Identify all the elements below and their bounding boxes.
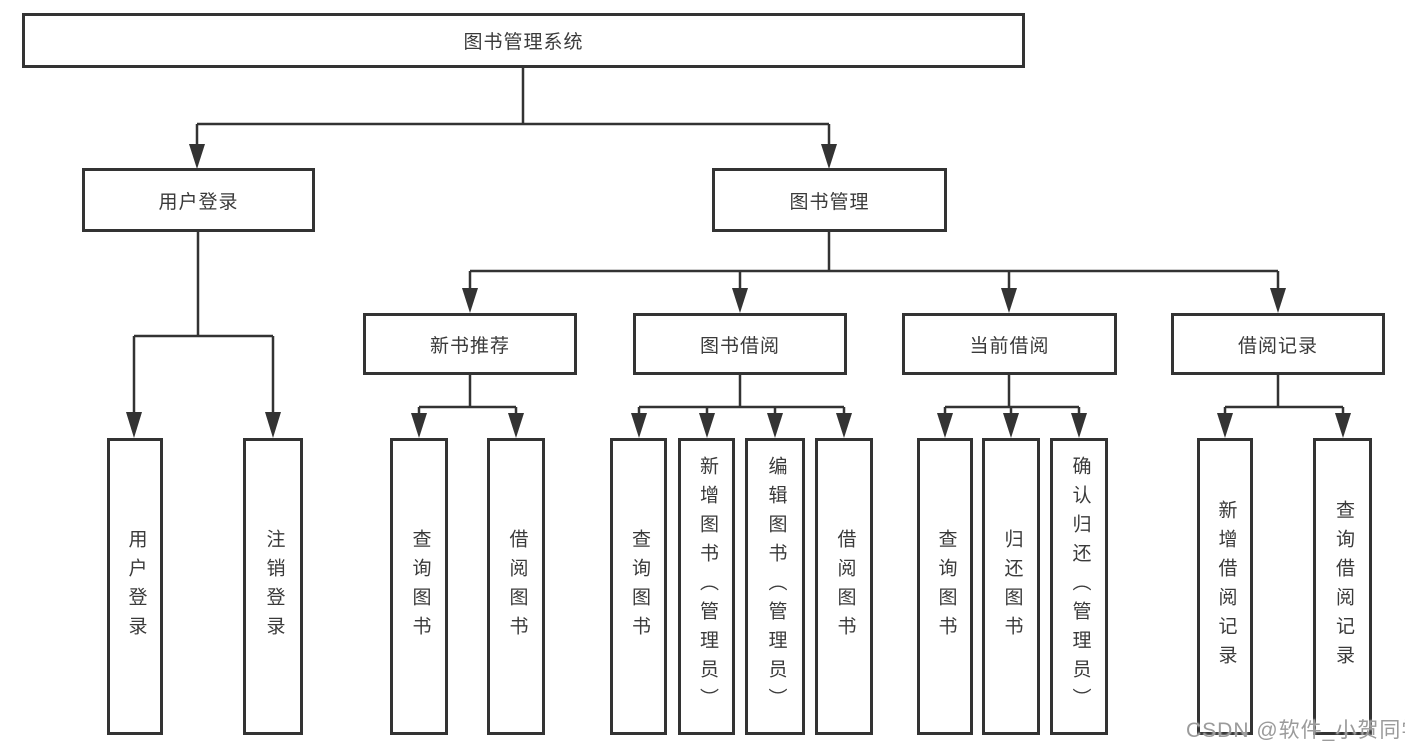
node-leaf-logout: 注销登录 bbox=[243, 438, 303, 735]
arrowhead-icon bbox=[126, 412, 142, 438]
node-label: 查询图书 bbox=[935, 528, 957, 645]
node-label: 新书推荐 bbox=[429, 335, 510, 357]
node-borrowing-records: 借阅记录 bbox=[1171, 313, 1385, 375]
node-library-system: 图书管理系统 bbox=[22, 13, 1025, 68]
node-label: 借阅图书 bbox=[834, 528, 856, 645]
node-new-book-recommend: 新书推荐 bbox=[363, 313, 577, 375]
connector-book-management-to-level3 bbox=[462, 232, 1286, 313]
arrowhead-icon bbox=[1071, 413, 1087, 438]
arrowhead-icon bbox=[836, 413, 852, 438]
arrowhead-icon bbox=[189, 144, 205, 169]
node-leaf-confirm-return-admin: 确认归还（管理员） bbox=[1050, 438, 1108, 735]
connector-root-to-level2 bbox=[189, 68, 837, 169]
arrowhead-icon bbox=[1217, 413, 1233, 438]
node-user-login: 用户登录 bbox=[82, 168, 315, 232]
arrowhead-icon bbox=[767, 413, 783, 438]
node-leaf-edit-books-admin: 编辑图书（管理员） bbox=[745, 438, 805, 735]
connector-borrowing-records-to-leaves bbox=[1217, 375, 1351, 438]
node-book-borrowing: 图书借阅 bbox=[633, 313, 847, 375]
node-leaf-user-login: 用户登录 bbox=[107, 438, 163, 735]
node-label: 图书借阅 bbox=[699, 335, 780, 357]
node-leaf-borrow-books-recommend: 借阅图书 bbox=[487, 438, 545, 735]
node-current-borrowing: 当前借阅 bbox=[902, 313, 1117, 375]
arrowhead-icon bbox=[732, 288, 748, 313]
node-label: 查询图书 bbox=[409, 528, 431, 645]
node-label: 用户登录 bbox=[125, 528, 147, 645]
arrowhead-icon bbox=[1001, 288, 1017, 313]
arrowhead-icon bbox=[821, 144, 837, 169]
arrowhead-icon bbox=[411, 413, 427, 438]
node-leaf-query-borrow-record: 查询借阅记录 bbox=[1313, 438, 1372, 735]
node-label: 确认归还（管理员） bbox=[1069, 456, 1091, 717]
arrowhead-icon bbox=[462, 288, 478, 313]
node-leaf-query-books-borrowing: 查询图书 bbox=[610, 438, 667, 735]
arrowhead-icon bbox=[508, 413, 524, 438]
node-label: 新增图书（管理员） bbox=[696, 456, 718, 717]
connector-book-borrowing-to-leaves bbox=[631, 375, 852, 438]
node-label: 图书管理系统 bbox=[463, 32, 584, 53]
arrowhead-icon bbox=[937, 413, 953, 438]
watermark: CSDN @软件_小贺同学 bbox=[1186, 719, 1405, 742]
arrowhead-icon bbox=[265, 412, 281, 438]
node-label: 归还图书 bbox=[1001, 528, 1023, 645]
node-label: 查询借阅记录 bbox=[1332, 499, 1354, 674]
arrowhead-icon bbox=[1335, 413, 1351, 438]
node-label: 借阅记录 bbox=[1237, 335, 1318, 357]
node-label: 查询图书 bbox=[628, 528, 650, 645]
node-label: 新增借阅记录 bbox=[1215, 499, 1237, 674]
node-label: 用户登录 bbox=[158, 191, 239, 213]
arrowhead-icon bbox=[1003, 413, 1019, 438]
node-label: 编辑图书（管理员） bbox=[765, 456, 787, 717]
connector-new-book-recommend-to-leaves bbox=[411, 375, 524, 438]
node-label: 当前借阅 bbox=[969, 335, 1050, 357]
connector-user-login-to-leaves bbox=[126, 232, 281, 438]
connector-current-borrowing-to-leaves bbox=[937, 375, 1087, 438]
node-leaf-query-books-current: 查询图书 bbox=[917, 438, 973, 735]
node-label: 注销登录 bbox=[263, 528, 285, 645]
node-leaf-query-books-recommend: 查询图书 bbox=[390, 438, 448, 735]
node-leaf-add-books-admin: 新增图书（管理员） bbox=[678, 438, 735, 735]
arrowhead-icon bbox=[1270, 288, 1286, 313]
node-leaf-return-books: 归还图书 bbox=[982, 438, 1040, 735]
node-book-management: 图书管理 bbox=[712, 168, 947, 232]
node-label: 借阅图书 bbox=[506, 528, 528, 645]
node-leaf-borrow-books: 借阅图书 bbox=[815, 438, 873, 735]
node-label: 图书管理 bbox=[789, 191, 870, 213]
arrowhead-icon bbox=[699, 413, 715, 438]
arrowhead-icon bbox=[631, 413, 647, 438]
node-leaf-add-borrow-record: 新增借阅记录 bbox=[1197, 438, 1253, 735]
